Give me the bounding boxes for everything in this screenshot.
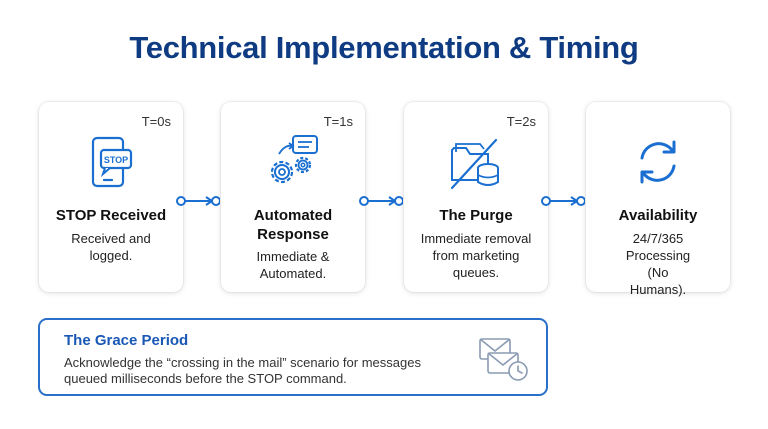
step-desc: Immediate & Automated. (256, 249, 330, 281)
envelopes-clock-icon (479, 338, 528, 381)
step-time: T=1s (323, 114, 353, 129)
grace-period-box: The Grace Period Acknowledge the “crossi… (38, 318, 548, 396)
step-title: Availability (618, 207, 698, 224)
page-title: Technical Implementation & Timing (129, 30, 639, 65)
step-desc: Received and logged. (71, 231, 151, 263)
grace-period-text: Acknowledge the “crossing in the mail” s… (64, 355, 421, 386)
step-title: STOP Received (55, 207, 167, 224)
phone-stop-label: STOP (104, 155, 128, 165)
connector-arrow-3 (541, 196, 585, 206)
step-time: T=2s (506, 114, 536, 129)
gears-chat-icon (270, 135, 318, 184)
step-time: T=0s (141, 114, 171, 129)
step-title: Automated Response (253, 207, 333, 243)
refresh-cycle-icon (640, 140, 676, 184)
step-desc: 24/7/365 Processing (No Humans). (625, 231, 691, 297)
step-desc: Immediate removal from marketing queues. (420, 231, 532, 280)
connector-arrow-2 (359, 196, 403, 206)
phone-stop-icon: STOP (91, 136, 133, 188)
folder-database-strike-icon (450, 138, 499, 190)
connector-arrow-1 (176, 196, 220, 206)
step-card-automated-response: T=1s Automated Response Immediate & Auto… (221, 102, 365, 292)
step-card-the-purge: T=2s The Purge Immediate removal from ma… (404, 102, 548, 292)
grace-period-title: The Grace Period (64, 332, 189, 349)
step-title: The Purge (439, 207, 513, 224)
step-card-availability: Availability 24/7/365 Processing (No Hum… (586, 102, 730, 297)
step-card-stop-received: T=0s STOP STOP Received Received and log… (39, 102, 183, 292)
